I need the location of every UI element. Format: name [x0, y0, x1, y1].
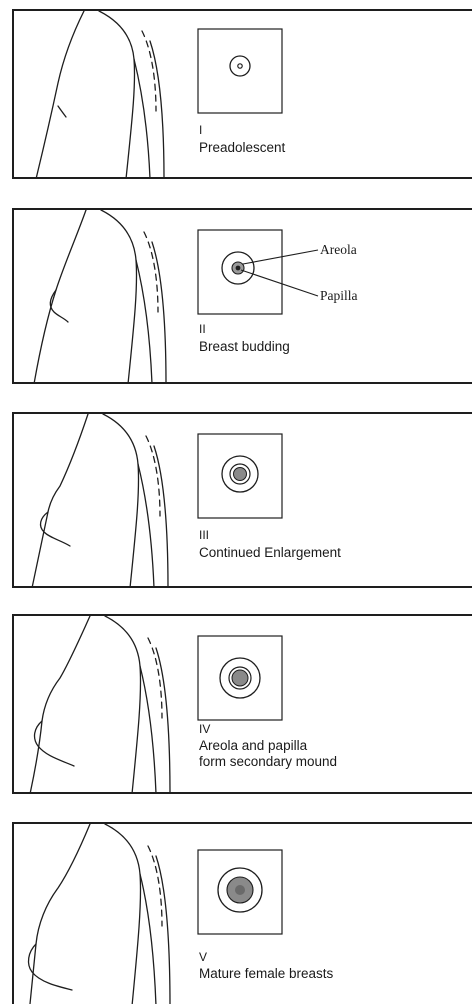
- papilla-label: Papilla: [320, 288, 358, 304]
- stage-1-numeral: I: [199, 123, 202, 137]
- stage-2-illustration: [14, 210, 472, 384]
- stage-panel-5: V Mature female breasts: [12, 822, 472, 1004]
- stage-5-caption: Mature female breasts: [199, 966, 333, 982]
- stage-1-frontal-view-box: [198, 29, 282, 113]
- areola-label: Areola: [320, 242, 357, 258]
- stage-panel-3: III Continued Enlargement: [12, 412, 472, 588]
- stage-5-numeral: V: [199, 950, 207, 964]
- stage-4-numeral: IV: [199, 722, 210, 736]
- stage-panel-4: IV Areola and papilla form secondary mou…: [12, 614, 472, 794]
- stage-4-caption: Areola and papilla form secondary mound: [199, 738, 337, 770]
- stage-2-caption: Breast budding: [199, 339, 290, 355]
- stage-panel-1: I Preadolescent: [12, 9, 472, 179]
- stage-2-numeral: II: [199, 322, 206, 336]
- stage-3-caption: Continued Enlargement: [199, 545, 341, 561]
- stage-panel-2: Areola Papilla II Breast budding: [12, 208, 472, 384]
- papilla-leader-line: [241, 270, 318, 296]
- stage-3-illustration: [14, 414, 472, 588]
- stage-3-numeral: III: [199, 528, 209, 542]
- stage-1-caption: Preadolescent: [199, 140, 285, 156]
- areola-leader-line: [243, 250, 318, 264]
